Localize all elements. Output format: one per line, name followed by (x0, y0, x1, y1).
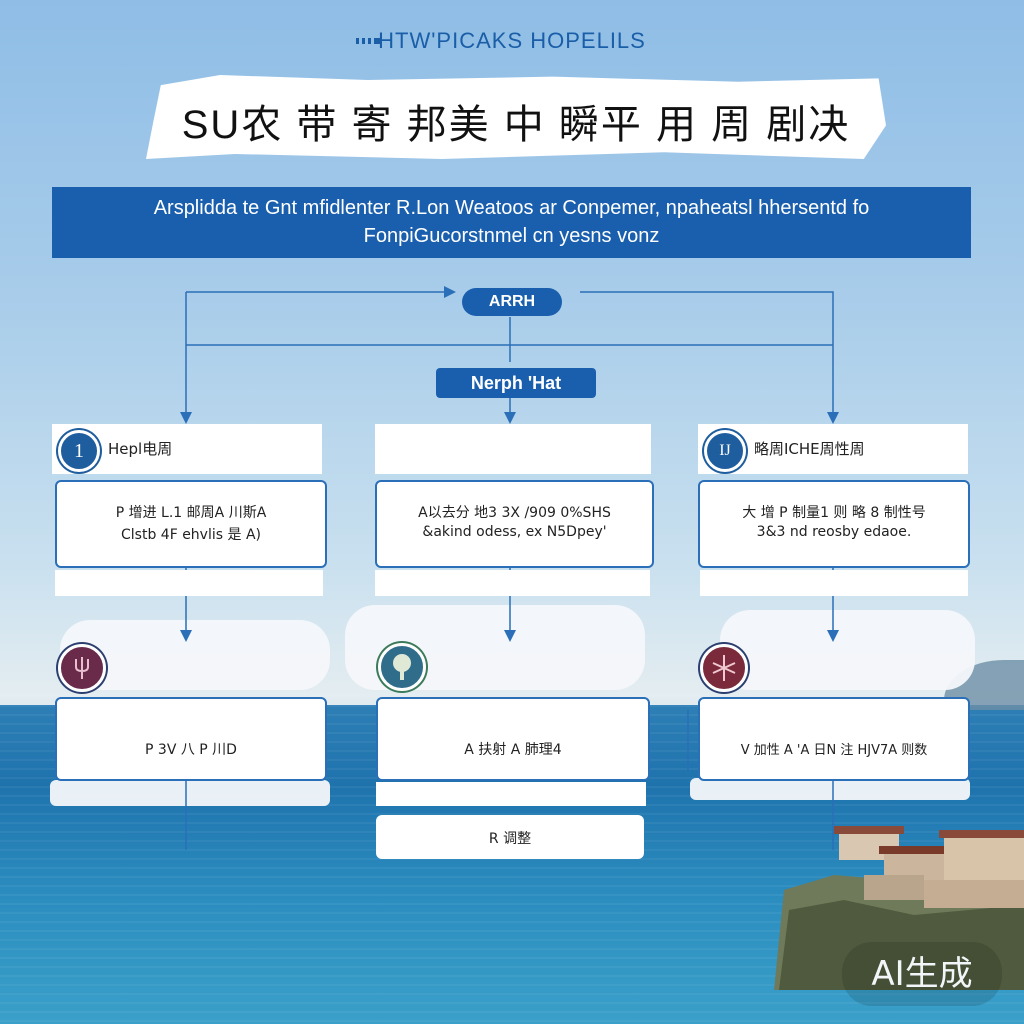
brand-name: HTW'PICAKS HOPELILS (378, 28, 646, 53)
cloud (690, 778, 970, 800)
fork-icon (58, 644, 106, 692)
cloud (50, 780, 330, 806)
column-3-box-1: 大 增 P 制量1 则 略 8 制性号 3&3 nd reosby edaoe. (698, 480, 970, 568)
brand-logo-icon (356, 38, 382, 44)
network-icon (700, 644, 748, 692)
box-text-line-1: A以去分 地3 3X /909 0%SHS (418, 505, 611, 521)
column-3-box-2: V 加性 A 'A 日N 注 HJV7A 则数 (698, 697, 970, 781)
column-3-header-label: 略周ICHE周性周 (754, 440, 865, 458)
column-2-header (375, 424, 651, 474)
box-text: V 加性 A 'A 日N 注 HJV7A 则数 (740, 743, 928, 758)
middle-node-label: Nerph 'Hat (436, 368, 596, 398)
box-text: A 扶射 A 肺理4 (464, 742, 562, 758)
intro-banner: Arsplidda te Gnt mfidlenter R.Lon Weatoo… (52, 187, 971, 258)
box-text-line-1: 大 增 P 制量1 则 略 8 制性号 (742, 505, 926, 521)
connector (580, 291, 839, 424)
cloud (60, 620, 330, 690)
page-title: SU农 带 寄 邦美 中 瞬平 用 周 剧决 (181, 103, 851, 147)
box-text: R 调整 (488, 831, 532, 847)
spacer-strip (375, 570, 650, 596)
box-text-line-2: Clstb 4F ehvlis 是 A) (121, 527, 261, 543)
column-2-box-1: A以去分 地3 3X /909 0%SHS &akind odess, ex N… (375, 480, 654, 568)
box-text: P 3V 八 P 川D (145, 742, 237, 758)
box-text-line-1: P 增进 L.1 邮周A 川斯A (115, 505, 267, 521)
cloud (720, 610, 975, 690)
column-1-box-1: P 增进 L.1 邮周A 川斯A Clstb 4F ehvlis 是 A) (55, 480, 327, 568)
column-3-header: IJ 略周ICHE周性周 (698, 424, 968, 474)
box-text-line-2: &akind odess, ex N5Dpey' (422, 524, 607, 540)
column-1-header-label: Hepl电周 (108, 440, 173, 458)
column-1-box-2: P 3V 八 P 川D (55, 697, 327, 781)
coastal-village-image (774, 826, 1024, 990)
intro-line-2: FonpiGucorstnmel cn yesns vonz (363, 225, 660, 247)
intro-line-1: Arsplidda te Gnt mfidlenter R.Lon Weatoo… (153, 197, 870, 219)
column-2-box-2: A 扶射 A 肺理4 (376, 697, 650, 781)
box-text-line-2: 3&3 nd reosby edaoe. (756, 524, 912, 540)
spacer-strip (55, 570, 323, 596)
column-2-box-3: R 调整 (376, 815, 644, 859)
column-1-header: 1 Hepl电周 (52, 424, 322, 474)
title-brush-background (146, 75, 886, 159)
watermark: AI生成 (842, 942, 1002, 1006)
spacer-strip (376, 782, 646, 806)
spacer-strip (700, 570, 968, 596)
top-node-label: ARRH (462, 288, 562, 316)
step-badge: IJ (704, 430, 746, 472)
tree-icon (378, 643, 426, 691)
step-badge: 1 (58, 430, 100, 472)
